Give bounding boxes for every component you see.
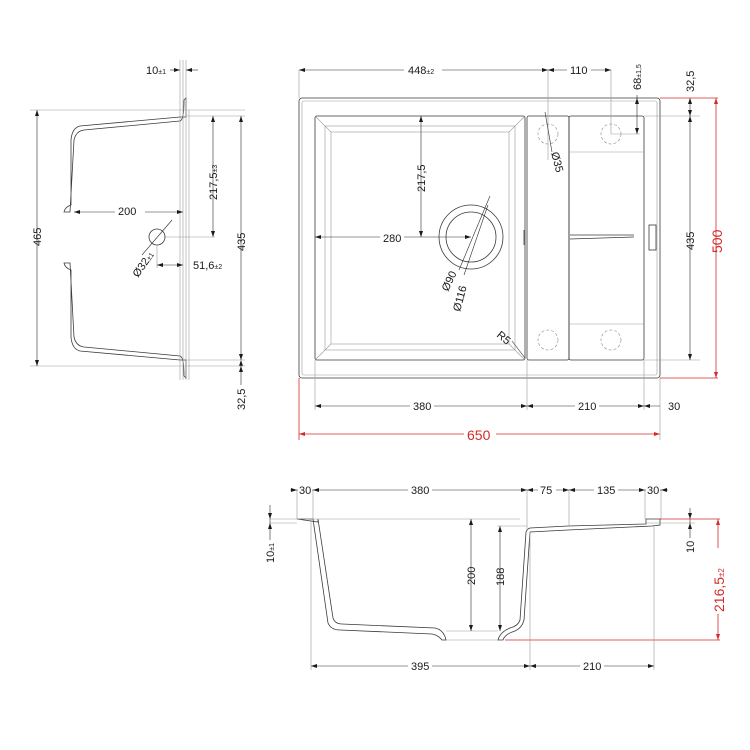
dim-30-top: 30	[668, 401, 680, 413]
dim-d32: Ø32±1	[131, 249, 157, 279]
side-section-profile	[63, 97, 187, 213]
dim-217-5-top: 217,5	[416, 164, 428, 192]
dim-280: 280	[383, 233, 401, 245]
bowl-outline	[314, 115, 526, 361]
top-view: 448±2 110 68±1,5 32,5 435 500	[298, 63, 725, 443]
dim-30-front-right: 30	[647, 485, 659, 497]
dim-200-front: 200	[466, 567, 478, 585]
front-section-view: 30 380 75 135 30 10±1 200 188 10	[265, 484, 728, 673]
overflow-slot	[648, 224, 657, 251]
dim-465: 465	[32, 228, 44, 246]
tap-hole-icon	[600, 329, 622, 351]
dim-210-front: 210	[583, 661, 601, 673]
front-section-profile	[296, 518, 447, 641]
dim-10-front-right: 10	[685, 541, 697, 553]
dim-448: 448±2	[408, 65, 434, 77]
dim-380-top: 380	[413, 401, 431, 413]
dim-75: 75	[540, 485, 552, 497]
tap-hole-icon	[537, 329, 559, 351]
dim-435-side: 435	[236, 233, 248, 251]
dim-500: 500	[709, 229, 725, 253]
dim-380-front: 380	[411, 485, 429, 497]
dim-d116: Ø116	[451, 284, 469, 312]
dim-51-6: 51,6±2	[193, 260, 222, 272]
dim-d35: Ø35	[548, 151, 565, 174]
sink-outline	[298, 97, 661, 379]
dim-188: 188	[495, 568, 507, 586]
dim-135: 135	[597, 485, 615, 497]
dim-32-5-top: 32,5	[685, 71, 697, 92]
drainer-right-panel	[568, 115, 645, 361]
dim-210-top: 210	[578, 401, 596, 413]
dim-68: 68±1,5	[632, 64, 644, 90]
dim-200-side: 200	[118, 206, 136, 218]
dim-10-side: 10±1	[146, 65, 166, 77]
dim-216-5: 216,5±2	[711, 568, 727, 612]
dim-30-front-left: 30	[299, 485, 311, 497]
dim-10-front-left: 10±1	[265, 543, 277, 563]
dim-217-5-side: 217,5±3	[208, 165, 220, 200]
dim-110: 110	[570, 65, 588, 77]
dim-650: 650	[467, 427, 491, 443]
dim-395: 395	[411, 661, 429, 673]
dim-32-5-side: 32,5	[236, 389, 248, 410]
dim-435-top: 435	[685, 232, 697, 250]
side-view: 465 435 217,5±3 200 Ø32±1 51,6±2 10±1	[30, 60, 248, 410]
